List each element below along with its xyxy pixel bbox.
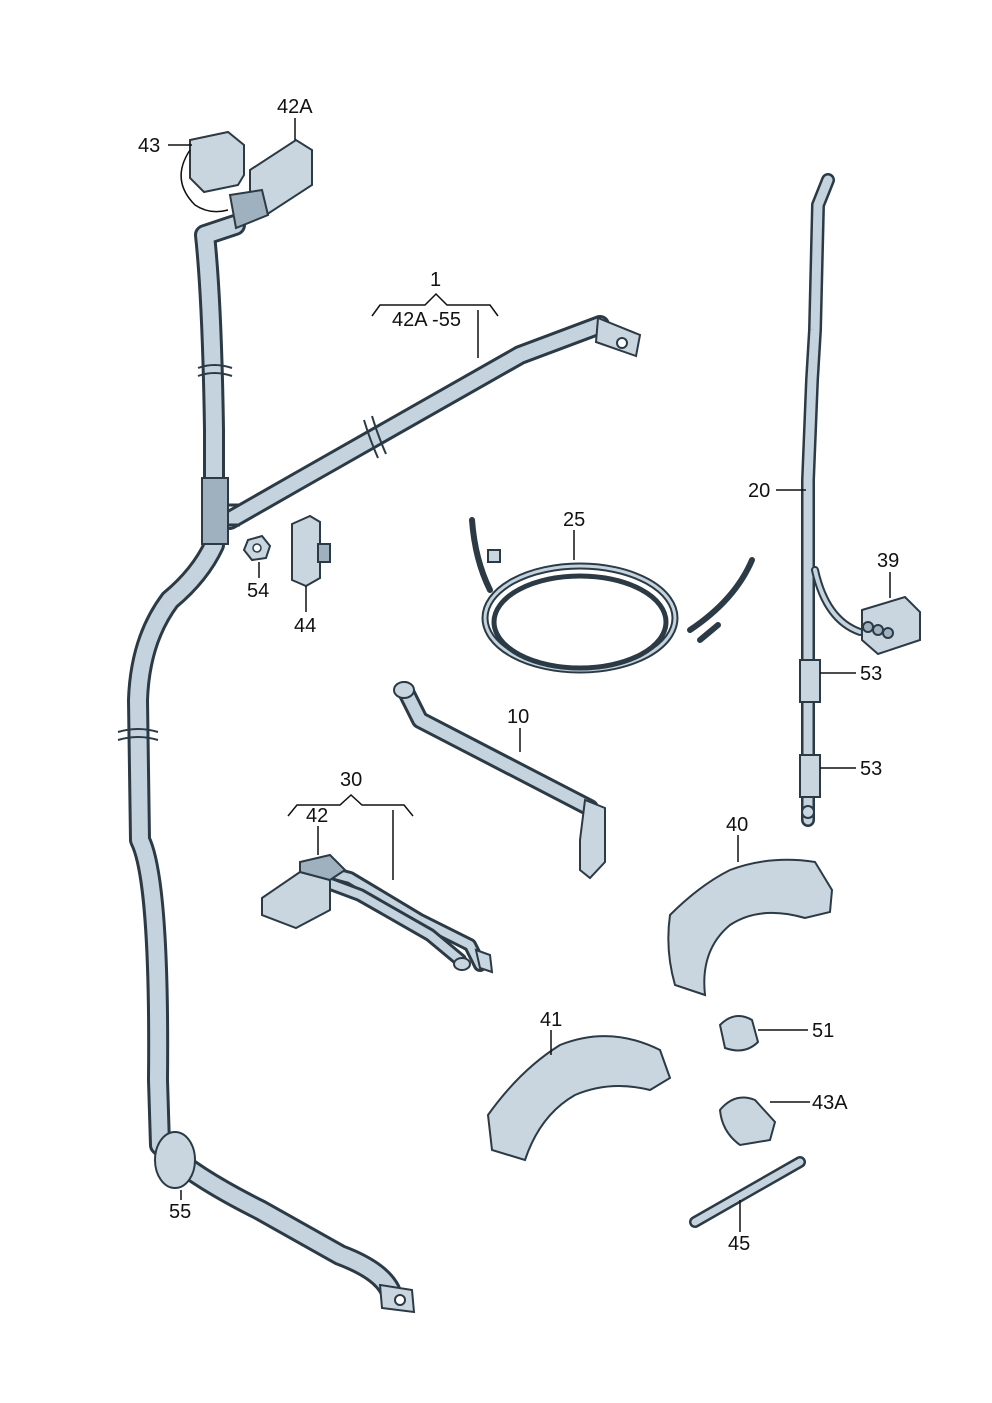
cable-lug-upper [594,316,642,358]
label-30: 30 [340,769,362,791]
label-43: 43 [138,135,160,157]
cable-20 [799,173,864,827]
bracket-44 [291,514,331,588]
main-harness-cable [117,214,610,1301]
junction-block [201,477,240,545]
label-44: 44 [294,615,316,637]
label-43A: 43A [812,1092,848,1114]
clip-51 [718,1015,760,1052]
connector-42 [261,853,347,930]
label-40: 40 [726,814,748,836]
cover-40 [667,858,834,997]
label-55: 55 [169,1201,191,1223]
label-10: 10 [507,706,529,728]
label-53-upper: 53 [860,663,882,685]
cover-41 [486,1035,672,1162]
label-51: 51 [812,1020,834,1042]
label-1: 1 [430,269,441,291]
leader-lines [168,118,891,1232]
nut-54 [242,534,272,562]
label-25: 25 [563,509,585,531]
label-45: 45 [728,1233,750,1255]
label-42: 42 [306,805,328,827]
label-54: 54 [247,580,269,602]
label-41: 41 [540,1009,562,1031]
cable-lug-lower [378,1283,416,1314]
connector-42A [228,138,313,230]
cable-25 [469,517,755,674]
connector-43 [180,130,245,213]
clip-43A [718,1096,777,1147]
label-42A-55: 42A -55 [392,309,461,331]
rod-45 [689,1156,806,1228]
cable-30 [313,863,494,974]
connector-39 [861,595,921,656]
label-42A: 42A [277,96,313,118]
grommet-55 [154,1131,196,1189]
label-53-lower: 53 [860,758,882,780]
cable-10 [393,681,606,880]
label-39: 39 [877,550,899,572]
callout-labels: 42A 43 1 42A -55 20 25 39 54 44 53 10 53… [138,96,899,1255]
label-20: 20 [748,480,770,502]
